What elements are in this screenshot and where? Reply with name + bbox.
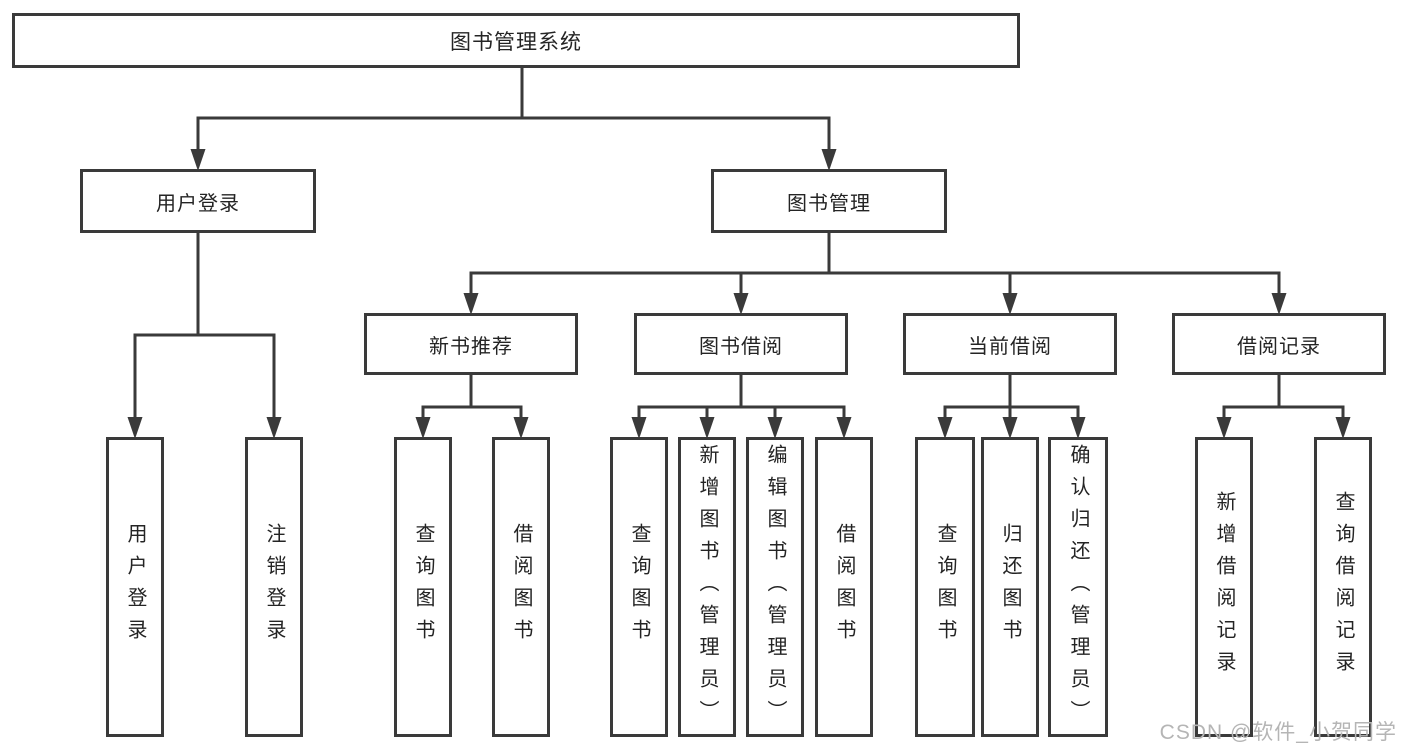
leaf-query-books-current: 查询图书 xyxy=(915,437,975,737)
leaf-user-login: 用户登录 xyxy=(106,437,164,737)
node-new-book-recommend: 新书推荐 xyxy=(364,313,578,375)
connector-group xyxy=(631,375,852,439)
node-library-management-system: 图书管理系统 xyxy=(12,13,1020,68)
leaf-query-borrow-record: 查询借阅记录 xyxy=(1314,437,1372,737)
leaf-borrow-books-recommend: 借阅图书 xyxy=(492,437,550,737)
node-borrowing-records: 借阅记录 xyxy=(1172,313,1386,375)
node-user-login: 用户登录 xyxy=(80,169,316,233)
csdn-watermark: CSDN @软件_小贺同学 xyxy=(1159,721,1397,744)
connector-group xyxy=(415,375,529,439)
connector-group xyxy=(937,375,1086,439)
node-current-borrowing: 当前借阅 xyxy=(903,313,1117,375)
leaf-edit-book-admin: 编辑图书（管理员） xyxy=(746,437,804,737)
leaf-borrow-books-borrowing: 借阅图书 xyxy=(815,437,873,737)
connector-group xyxy=(127,233,282,439)
connector-group xyxy=(190,68,837,171)
leaf-return-books: 归还图书 xyxy=(981,437,1039,737)
leaf-confirm-return-admin: 确认归还（管理员） xyxy=(1048,437,1108,737)
leaf-query-books-borrowing: 查询图书 xyxy=(610,437,668,737)
leaf-logout: 注销登录 xyxy=(245,437,303,737)
connector-group xyxy=(1216,375,1351,439)
node-book-management: 图书管理 xyxy=(711,169,947,233)
connector-group xyxy=(463,233,1287,315)
leaf-query-books-recommend: 查询图书 xyxy=(394,437,452,737)
node-book-borrowing: 图书借阅 xyxy=(634,313,848,375)
leaf-add-book-admin: 新增图书（管理员） xyxy=(678,437,736,737)
leaf-add-borrow-record: 新增借阅记录 xyxy=(1195,437,1253,737)
